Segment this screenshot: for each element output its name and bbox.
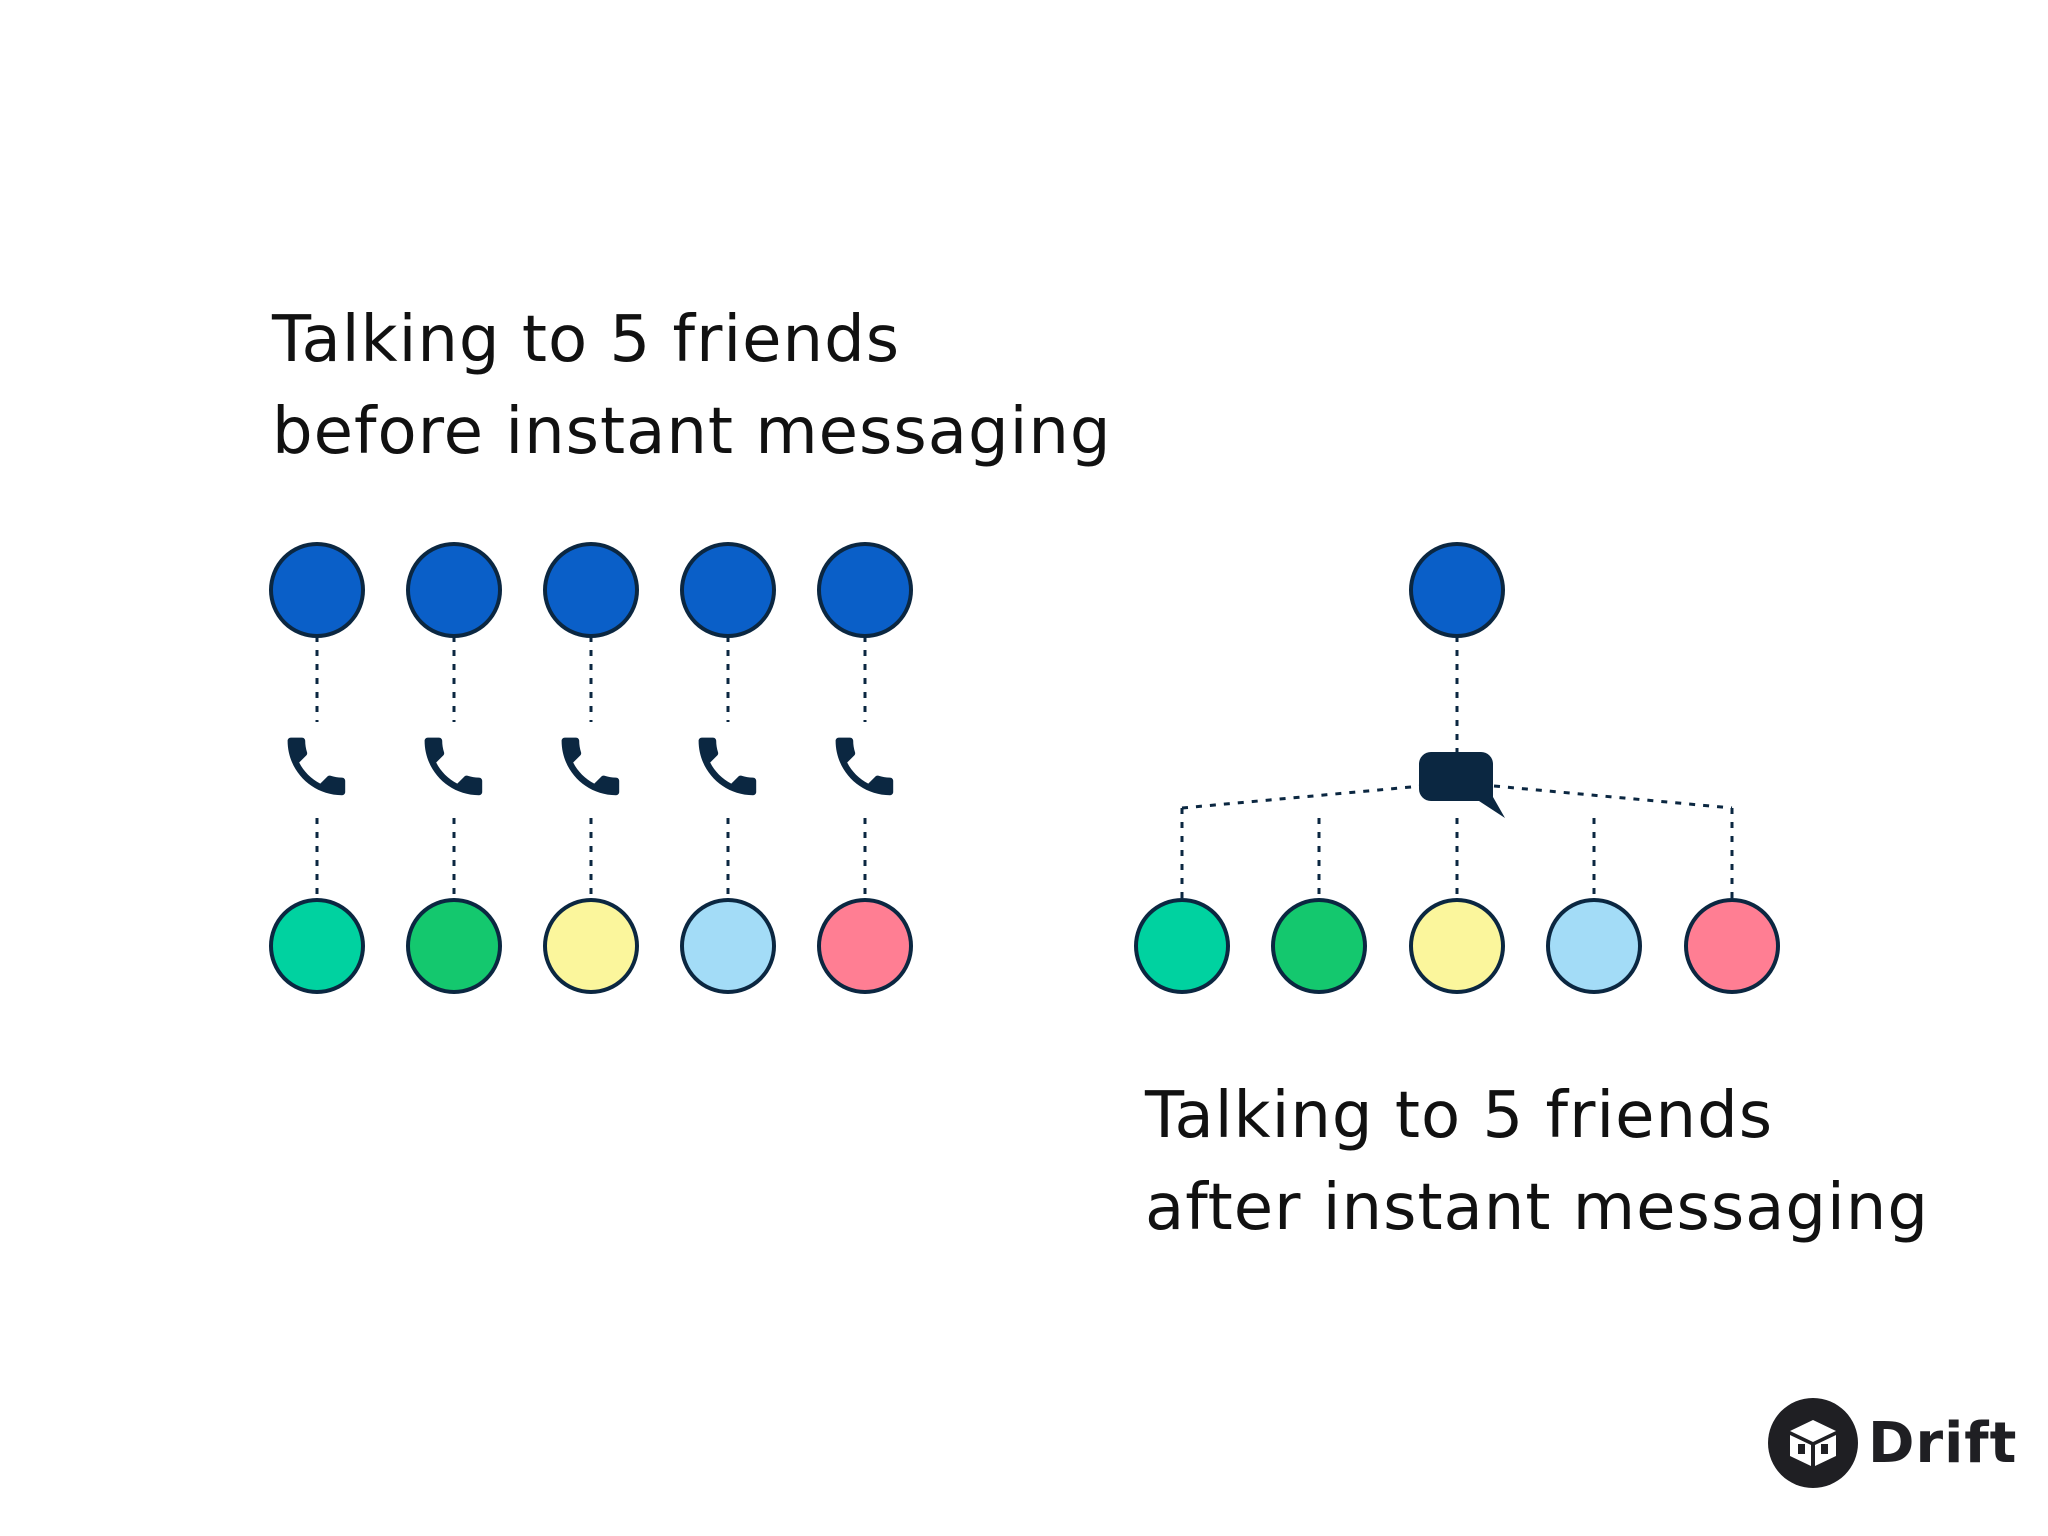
- caption-before-line1: Talking to 5 friends: [272, 303, 901, 377]
- before-column-4: [680, 542, 776, 994]
- before-column-1: [269, 542, 365, 994]
- caption-after-line1: Talking to 5 friends: [1145, 1079, 1774, 1153]
- drift-logo-glyph: [1790, 1420, 1836, 1466]
- chat-bubble-icon: [1419, 752, 1505, 818]
- before-column-5: [817, 542, 913, 994]
- caption-before-line2: before instant messaging: [272, 395, 1112, 469]
- drift-logo: Drift: [1768, 1398, 2017, 1488]
- friend-node-3: [1409, 898, 1505, 994]
- caption-before-im: Talking to 5 friends before instant mess…: [272, 294, 1112, 478]
- phone-icon: [424, 737, 483, 796]
- after-im-diagram: [1134, 542, 1780, 994]
- friend-node-3: [543, 898, 639, 994]
- friend-node-5: [1684, 898, 1780, 994]
- friend-node-1: [269, 898, 365, 994]
- self-node: [406, 542, 502, 638]
- phone-icon: [835, 737, 894, 796]
- dotted-connector: [1181, 784, 1423, 810]
- friend-node-2: [406, 898, 502, 994]
- phone-icon: [561, 737, 620, 796]
- drift-logo-icon: [1768, 1398, 1858, 1488]
- self-node: [817, 542, 913, 638]
- friend-node-4: [680, 898, 776, 994]
- before-column-3: [543, 542, 639, 994]
- friend-node-4: [1546, 898, 1642, 994]
- self-node: [680, 542, 776, 638]
- self-node: [1409, 542, 1505, 638]
- friend-node-1: [1134, 898, 1230, 994]
- drift-logo-text: Drift: [1868, 1410, 2018, 1476]
- phone-icon: [698, 737, 757, 796]
- caption-after-im: Talking to 5 friends after instant messa…: [1145, 1070, 1929, 1254]
- before-im-diagram: [269, 542, 913, 994]
- dotted-connector: [1493, 784, 1733, 810]
- self-node: [543, 542, 639, 638]
- caption-after-line2: after instant messaging: [1145, 1171, 1929, 1245]
- friend-node-5: [817, 898, 913, 994]
- self-node: [269, 542, 365, 638]
- friend-node-2: [1271, 898, 1367, 994]
- phone-icon: [287, 737, 346, 796]
- before-column-2: [406, 542, 502, 994]
